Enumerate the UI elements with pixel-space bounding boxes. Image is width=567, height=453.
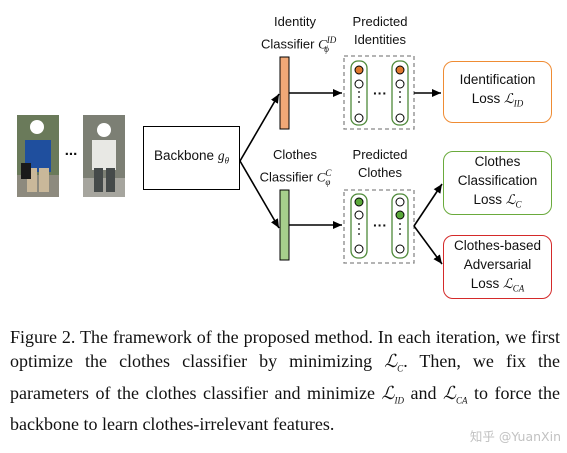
clothes-adversarial-loss-box: Clothes-based Adversarial Loss ℒCA — [443, 235, 552, 299]
figure-caption: Figure 2. The framework of the proposed … — [10, 327, 561, 435]
predicted-identities-label: Predicted Identities — [352, 14, 408, 47]
predicted-identities-group — [343, 55, 415, 130]
predicted-clothes-active-node — [395, 210, 405, 220]
arrow-backbone-to-clothes — [239, 160, 280, 229]
identity-classifier-bar — [279, 56, 290, 130]
diagram-canvas — [17, 55, 443, 265]
arrow-backbone-to-identity — [239, 93, 280, 162]
arrow-to-clothes-classification-loss — [413, 183, 443, 227]
arrow-to-adversarial-loss — [413, 225, 443, 265]
clothes-classifier-label: Clothes Classifier CCφ — [259, 147, 332, 187]
clothes-classifier-bar — [279, 189, 290, 261]
clothes-vector-ellipsis: ··· — [373, 217, 387, 233]
person-image-2 — [83, 115, 125, 197]
backbone-box: Backbone gθ — [143, 126, 240, 190]
person-image-1 — [17, 115, 59, 197]
identification-loss-box: Identification Loss ℒID — [443, 61, 552, 123]
identity-classifier-label: Identity Classifier CIDϕ — [261, 14, 337, 54]
identities-vector-ellipsis: ··· — [373, 85, 387, 101]
images-ellipsis: ... — [64, 142, 78, 159]
watermark: 知乎 @YuanXin — [469, 429, 561, 444]
predicted-clothes-active-node — [354, 197, 364, 207]
predicted-clothes-label: Predicted Clothes — [352, 147, 408, 180]
clothes-classification-loss-box: Clothes Classification Loss ℒC — [443, 151, 552, 215]
predicted-identity-active-node — [395, 65, 405, 75]
predicted-identity-active-node — [354, 65, 364, 75]
